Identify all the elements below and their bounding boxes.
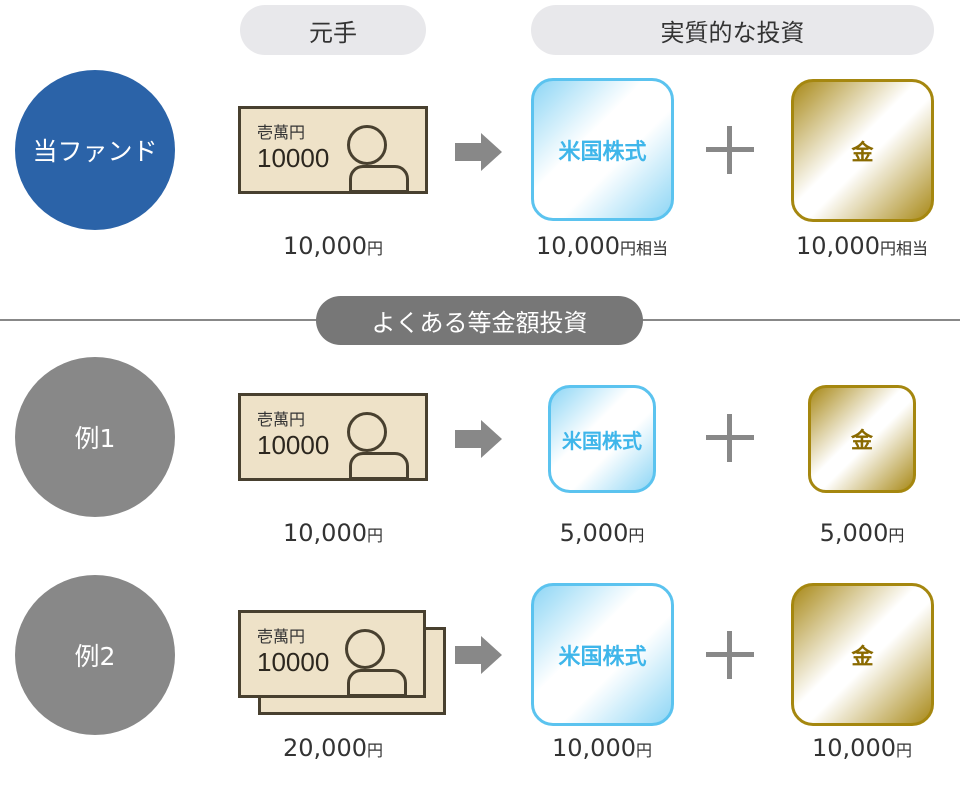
gold-box: 金: [808, 385, 916, 493]
principal-header: 元手: [240, 5, 426, 55]
example1-circle: 例1: [15, 357, 175, 517]
banknote: 壱萬円 10000: [238, 106, 428, 194]
arrow-right-icon: [455, 420, 502, 458]
actual-investment-header: 実質的な投資: [531, 5, 934, 55]
gold-amount: 10,000円: [812, 734, 912, 762]
stock-box: 米国株式: [531, 78, 674, 221]
plus-icon: [706, 126, 754, 174]
principal-amount: 10,000円: [283, 232, 383, 260]
note-kanji: 壱萬円: [257, 123, 306, 142]
portrait-icon: [345, 629, 385, 669]
arrow-right-icon: [455, 636, 502, 674]
gold-amount: 10,000円相当: [795, 232, 928, 260]
portrait-icon: [347, 125, 387, 165]
banknote: 壱萬円 10000: [238, 393, 428, 481]
example2-circle: 例2: [15, 575, 175, 735]
plus-icon: [706, 631, 754, 679]
note-value: 10000: [257, 430, 330, 460]
note-value: 10000: [257, 143, 330, 173]
stock-amount: 10,000円: [552, 734, 652, 762]
portrait-icon: [347, 669, 407, 697]
gold-box: 金: [791, 79, 934, 222]
equal-weight-label: よくある等金額投資: [316, 296, 643, 345]
plus-icon: [706, 414, 754, 462]
gold-box: 金: [791, 583, 934, 726]
portrait-icon: [349, 452, 409, 480]
stock-amount: 10,000円相当: [535, 232, 668, 260]
note-kanji: 壱萬円: [257, 410, 306, 429]
stock-box: 米国株式: [531, 583, 674, 726]
note-kanji: 壱萬円: [257, 627, 306, 646]
portrait-icon: [347, 412, 387, 452]
gold-amount: 5,000円: [819, 519, 905, 547]
fund-circle: 当ファンド: [15, 70, 175, 230]
banknote: 壱萬円 10000: [238, 610, 426, 698]
principal-amount: 20,000円: [283, 734, 383, 762]
note-value: 10000: [257, 647, 330, 677]
portrait-icon: [349, 165, 409, 193]
principal-amount: 10,000円: [283, 519, 383, 547]
arrow-right-icon: [455, 133, 502, 171]
stock-amount: 5,000円: [559, 519, 645, 547]
stock-box: 米国株式: [548, 385, 656, 493]
